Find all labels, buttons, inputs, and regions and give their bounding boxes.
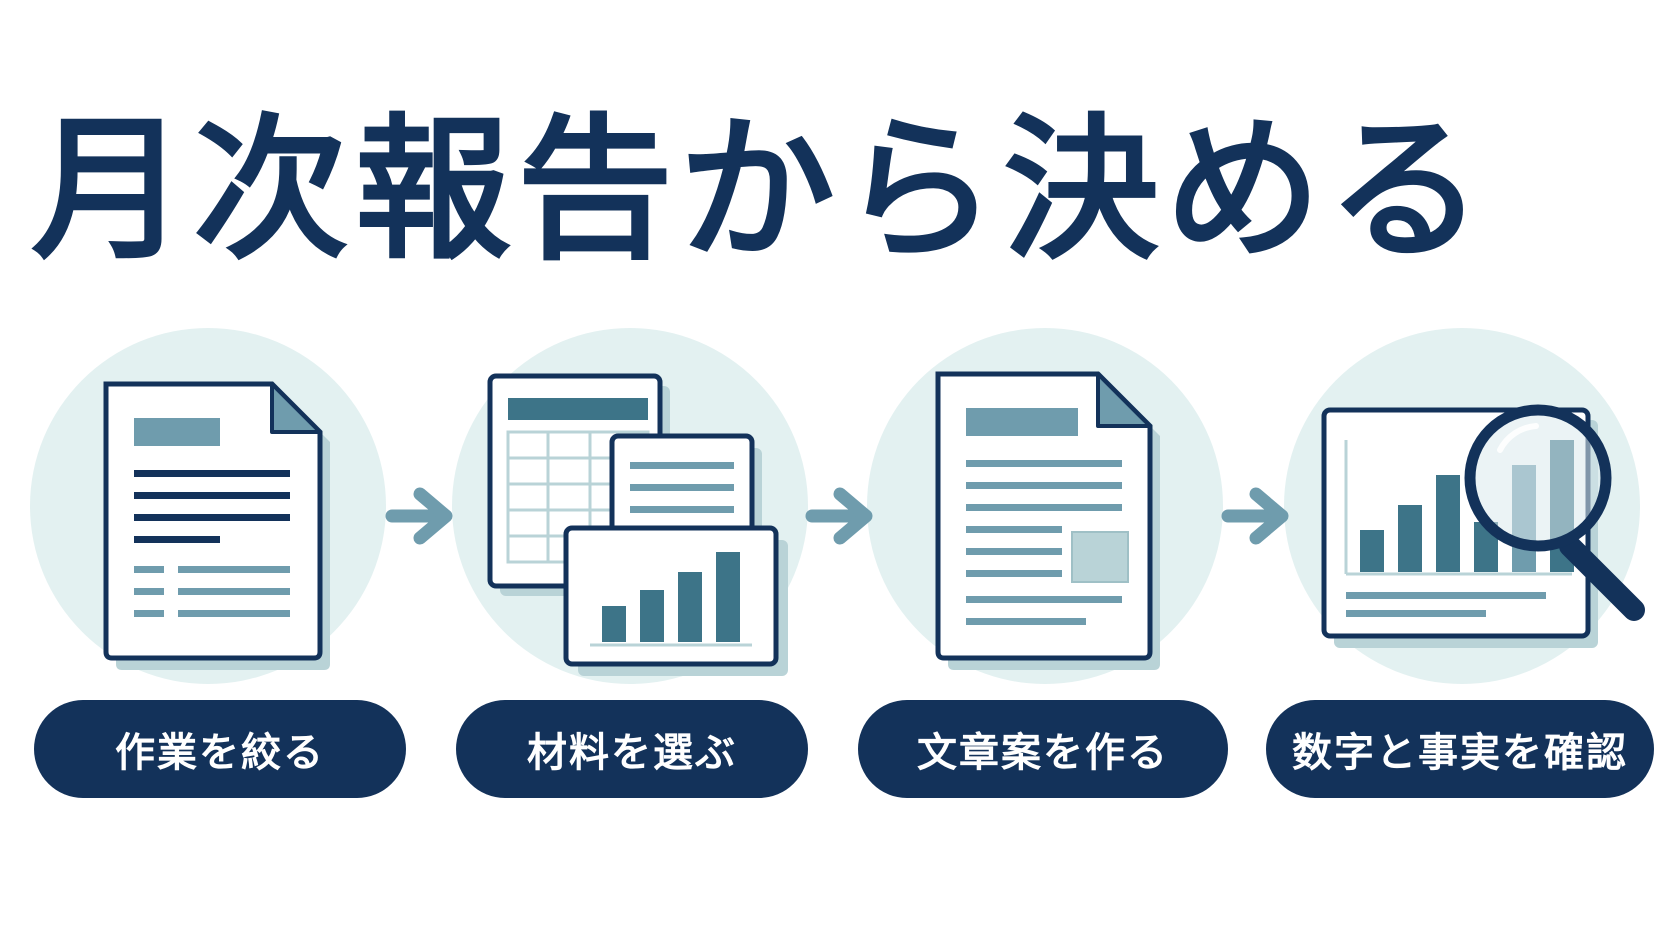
page-title: 月次報告から決める <box>31 99 1489 281</box>
draft-document-icon <box>935 371 1160 670</box>
step-2-label: 材料を選ぶ <box>456 700 808 798</box>
arrow-right-icon <box>1221 487 1289 545</box>
step-1-label: 作業を絞る <box>34 700 406 798</box>
step-label-text: 数字と事実を確認 <box>1292 730 1628 776</box>
step-3-label: 文章案を作る <box>858 700 1228 798</box>
spreadsheet-and-charts-icon <box>487 373 788 676</box>
document-icon <box>103 381 330 670</box>
step-label-text: 作業を絞る <box>115 730 325 776</box>
arrow-right-icon <box>385 487 453 545</box>
chart-magnifier-icon <box>1321 404 1645 648</box>
arrow-right-icon <box>805 487 873 545</box>
step-label-text: 文章案を作る <box>917 730 1169 776</box>
step-label-text: 材料を選ぶ <box>527 730 737 776</box>
step-4-label: 数字と事実を確認 <box>1266 700 1654 798</box>
